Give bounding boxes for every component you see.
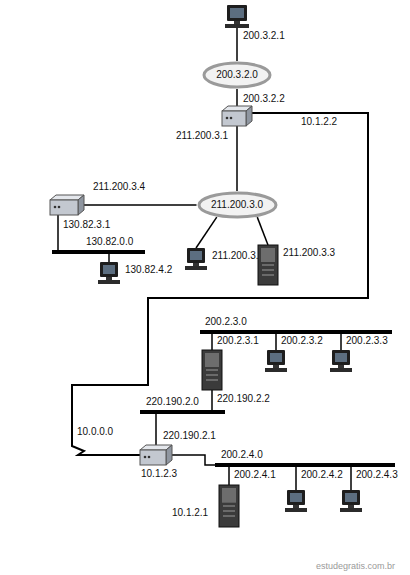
server-node-icon [202,350,222,390]
network-address: 200.2.3.0 [204,316,248,328]
workstation-node: 200.2.3.3 [330,350,352,372]
network-cloud: 200.3.2.0 [202,61,272,89]
ip-address: 200.2.3.2 [280,335,324,347]
network-address: 220.190.2.0 [145,396,200,408]
network-link [211,334,213,350]
network-segment: 200.2.4.0 [215,463,395,467]
workstation-node: 211.200.3.2 [185,248,207,270]
workstation-node: 130.82.4.2 [98,262,120,284]
router-node: 220.190.2.110.1.2.3 [140,445,172,465]
network-segment: 220.190.2.0 [140,410,225,414]
ip-address: 130.82.3.1 [62,219,111,231]
network-link [236,126,238,191]
ip-address: 200.2.4.2 [300,469,344,481]
server-node-icon [219,485,239,527]
network-link [295,467,297,490]
network-link [155,414,157,445]
serial-link [72,113,368,455]
ip-address: 10.1.2.1 [171,507,209,519]
network-address: 200.3.2.0 [215,69,259,81]
network-cloud: 211.200.3.0 [197,191,278,219]
ip-address: 211.200.3.3 [282,247,336,259]
ip-address: 200.2.4.3 [355,469,399,481]
network-link [228,467,230,485]
workstation-node-icon [330,350,352,372]
router-node: 200.3.2.2211.200.3.110.1.2.2 [222,106,252,126]
network-link [108,254,110,262]
network-segment: 130.82.0.0 [52,250,145,254]
network-link [257,217,268,245]
ip-address: 211.200.3.1 [175,130,229,142]
router-node-icon [222,106,252,126]
workstation-node-icon [225,5,249,28]
server-node: 200.2.4.110.1.2.1 [219,485,239,527]
ip-address: 220.190.2.2 [216,393,271,405]
network-address: 200.2.4.0 [220,449,264,461]
network-link [340,334,342,350]
ip-address: 200.3.2.2 [242,93,286,105]
workstation-node: 200.2.3.2 [265,350,287,372]
network-segment: 200.2.3.0 [200,330,392,334]
server-node-icon [258,245,278,285]
workstation-node: 200.3.2.1 [225,5,249,28]
ip-address: 10.1.2.2 [300,116,338,128]
ip-address: 10.1.2.3 [140,468,178,480]
ip-address: 200.3.2.1 [242,30,286,42]
network-link [84,204,197,206]
ip-address: 220.190.2.1 [162,430,217,442]
router-node-icon [50,195,84,215]
ip-address: 211.200.3.4 [92,181,146,193]
network-link [275,334,277,350]
ip-address: 200.2.4.1 [233,469,277,481]
link-label: 10.0.0.0 [76,426,114,438]
network-link [350,467,352,490]
ip-address: 200.2.3.3 [345,335,389,347]
router-node: 211.200.3.4130.82.3.1 [50,195,84,215]
network-link [172,455,215,465]
router-node-icon [140,445,172,465]
server-node: 200.2.3.1220.190.2.2 [202,350,222,390]
ip-address: 130.82.4.2 [124,264,173,276]
network-address: 211.200.3.0 [210,199,264,211]
workstation-node: 200.2.4.3 [340,490,362,512]
workstation-node-icon [265,350,287,372]
workstation-node-icon [185,248,207,270]
network-link [211,390,213,410]
workstation-node-icon [285,490,307,512]
workstation-node-icon [98,262,120,284]
network-address: 130.82.0.0 [85,236,134,248]
workstation-node-icon [340,490,362,512]
workstation-node: 200.2.4.2 [285,490,307,512]
network-link [236,28,238,61]
network-link [196,217,217,248]
network-link [57,215,59,250]
server-node: 211.200.3.3 [258,245,278,285]
ip-address: 211.200.3.2 [211,250,265,262]
network-link [236,89,238,106]
ip-address: 200.2.3.1 [216,335,260,347]
watermark: estudegratis.com.br [315,560,396,572]
